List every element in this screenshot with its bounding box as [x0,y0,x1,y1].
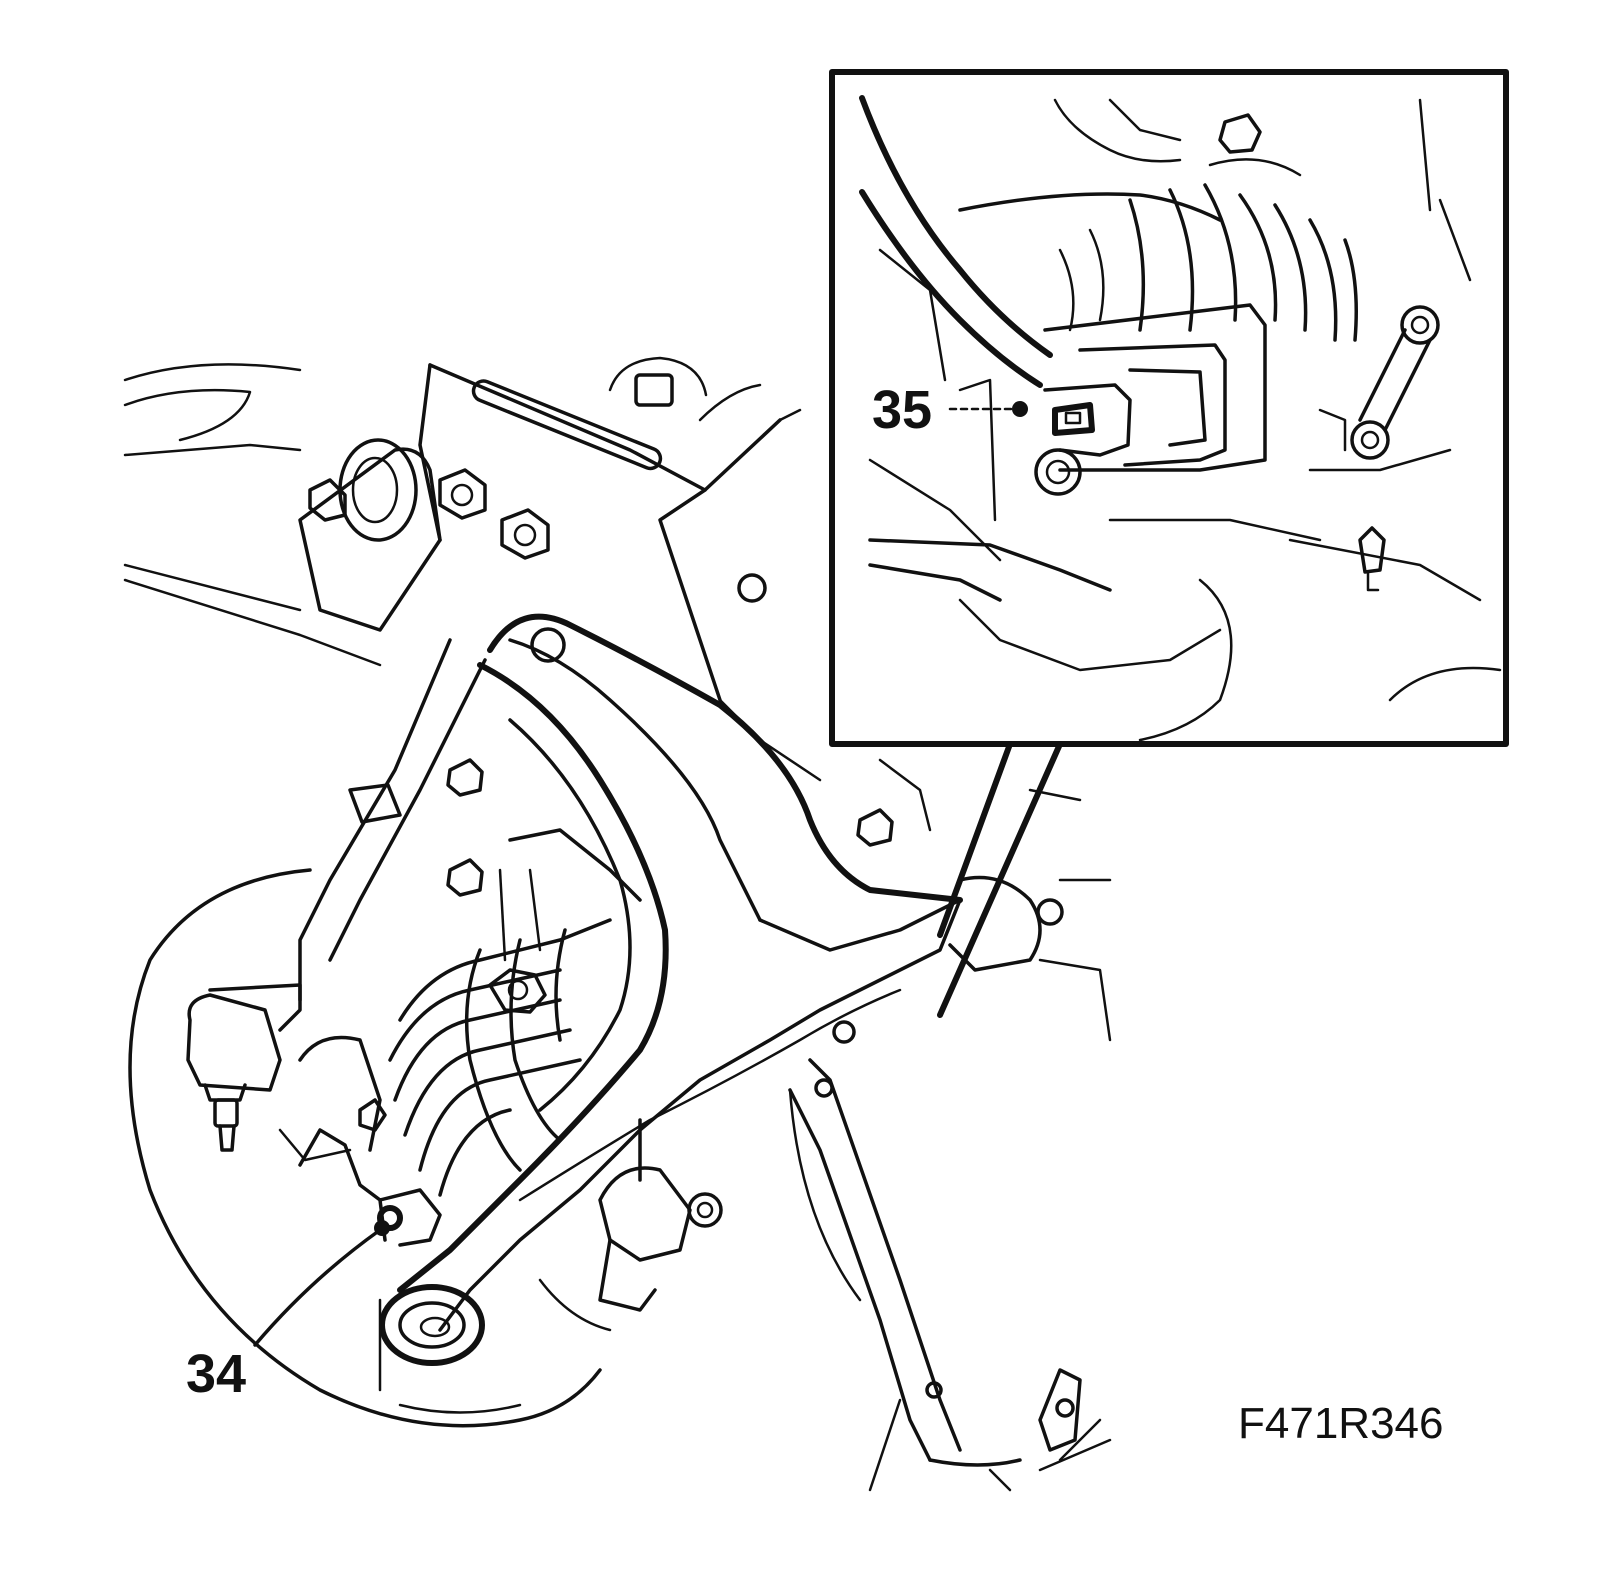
callout-34-label: 34 [186,1344,246,1404]
inset-sensor-bracket [1034,303,1267,496]
strut-bolts [446,758,894,897]
callout-35-label: 35 [872,380,932,440]
front-bushing [379,1284,485,1366]
detail-inset [829,69,1509,1018]
rear-bushing [298,438,550,632]
lower-control-arm [397,613,963,1332]
right-bushing [948,875,1112,1042]
inset-drive-shaft-boot [958,183,1358,342]
lower-link [788,1058,1022,1492]
bottom-right-bracket [988,1368,1112,1492]
subframe-bracket [418,363,802,702]
main-view [123,356,1112,1492]
tie-rod [186,638,487,1152]
brake-disc [128,868,602,1428]
figure-code: F471R346 [1238,1399,1443,1448]
drive-shaft-boot [388,828,642,1197]
steering-knuckle [278,1035,442,1247]
callout-34-leader [253,1220,390,1347]
lower-bracket [538,1118,723,1332]
hub-bolt-top [608,356,762,422]
inset-sway-link [1308,305,1452,472]
callout-35-leader [948,401,1028,417]
